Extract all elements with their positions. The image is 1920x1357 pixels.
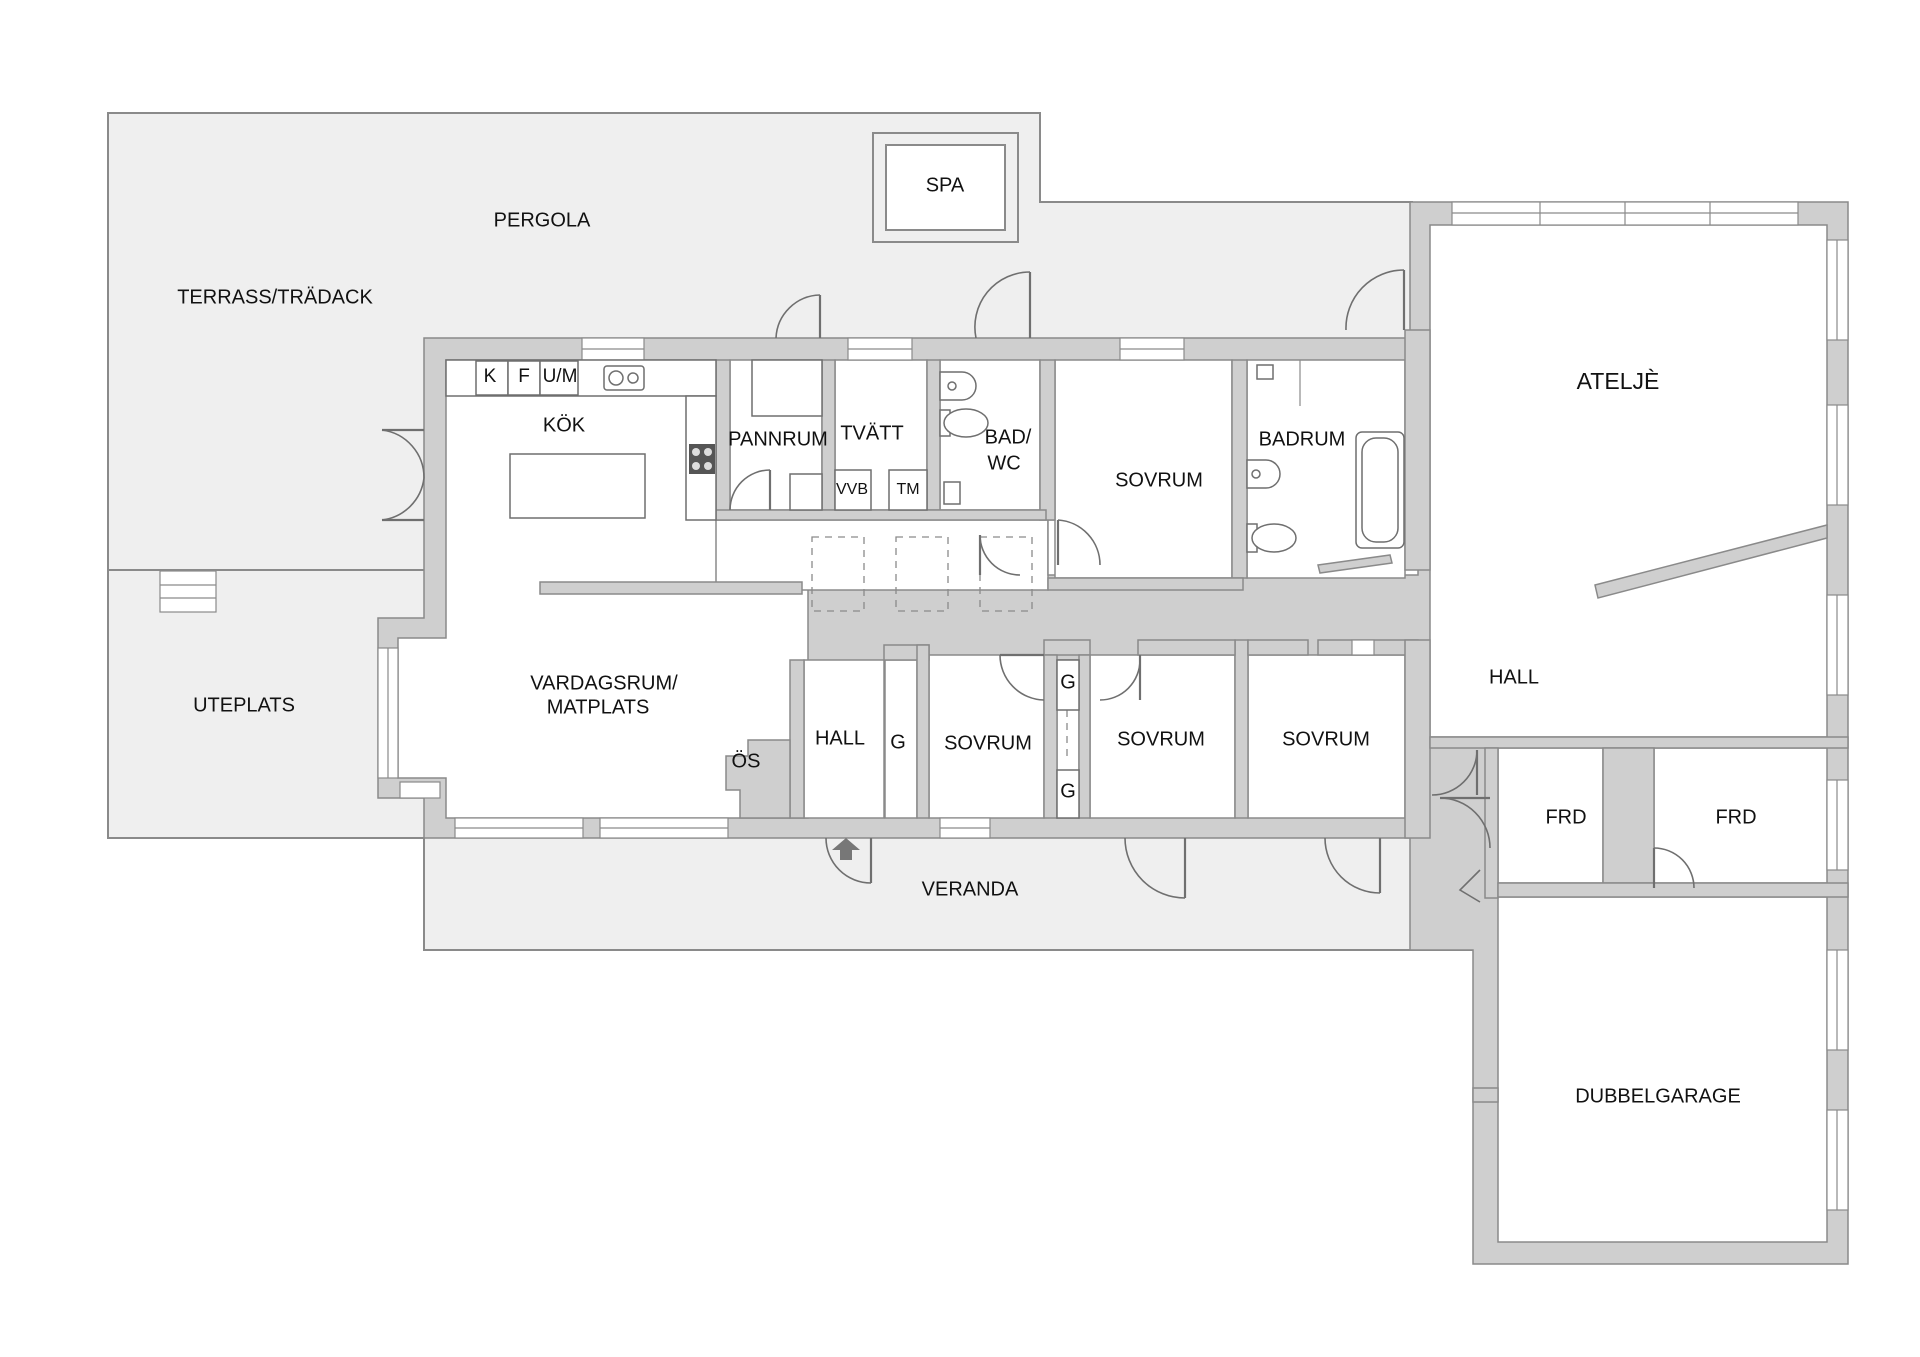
label-boiler-room: PANNRUM [728,428,828,450]
corridor-floor [715,519,1049,591]
kitchen-fixtures [445,359,717,521]
garage-floor [1497,896,1828,1243]
label-studio: ATELJÈ [1577,368,1660,394]
interior-walls [539,329,1849,1103]
bathroom-fixtures [1246,360,1405,553]
label-living-1: VARDAGSRUM/ [530,672,678,694]
bathwc-fixtures [939,371,989,505]
wardrobe-hall-floor [884,659,918,819]
label-kitchen: KÖK [543,414,586,436]
windows [377,201,1849,1211]
bedroom3-floor [1247,654,1406,819]
label-garage: DUBBELGARAGE [1575,1085,1741,1107]
label-bedroom-1: SOVRUM [944,732,1032,754]
label-wardrobe-1: G [1060,671,1076,693]
label-living-2: MATPLATS [547,696,650,718]
label-storage-1: FRD [1545,806,1586,828]
label-spa: SPA [926,174,965,196]
label-freezer: F [518,366,530,387]
label-terrace: TERRASS/TRÄDACK [177,286,373,308]
label-wardrobe-hall: G [890,731,906,753]
label-bathroom: BADRUM [1259,428,1346,450]
label-pergola: PERGOLA [494,209,591,231]
building [377,201,1849,1265]
label-hall-front: HALL [815,727,865,749]
label-dryer: TM [896,481,919,498]
label-hall-east: HALL [1489,666,1539,688]
hall-front-floor [803,659,885,819]
doors [381,269,1695,903]
studio-hall-floor [1429,224,1828,738]
bedroom2-floor [1089,654,1236,819]
wardrobe-fixtures [1056,659,1080,819]
steps [159,570,217,613]
label-water-heater: VVB [836,481,868,498]
label-dishwasher: U/M [543,366,578,387]
stove-icon [689,444,715,474]
label-storage-2: FRD [1715,806,1756,828]
label-bedroom-north: SOVRUM [1115,469,1203,491]
label-bath-wc-2: WC [987,452,1020,474]
label-bedroom-3: SOVRUM [1282,728,1370,750]
label-wardrobe-2: G [1060,780,1076,802]
spa [872,132,1019,243]
label-bath-wc-1: BAD/ [985,426,1032,448]
label-patio: UTEPLATS [193,694,295,716]
entrance-arrow-icon [832,838,860,860]
labels: PERGOLA TERRASS/TRÄDACK SPA UTEPLATS VER… [177,174,1756,1107]
label-bedroom-2: SOVRUM [1117,728,1205,750]
label-laundry: TVÄTT [840,422,903,444]
label-fridge: K [484,366,497,387]
bedroom-north-floor [1054,359,1233,579]
storage1-floor [1497,747,1604,884]
utility-fixtures [751,359,928,511]
label-open-fireplace: ÖS [732,750,761,772]
bedroom1-floor [928,654,1045,819]
label-veranda: VERANDA [922,878,1019,900]
